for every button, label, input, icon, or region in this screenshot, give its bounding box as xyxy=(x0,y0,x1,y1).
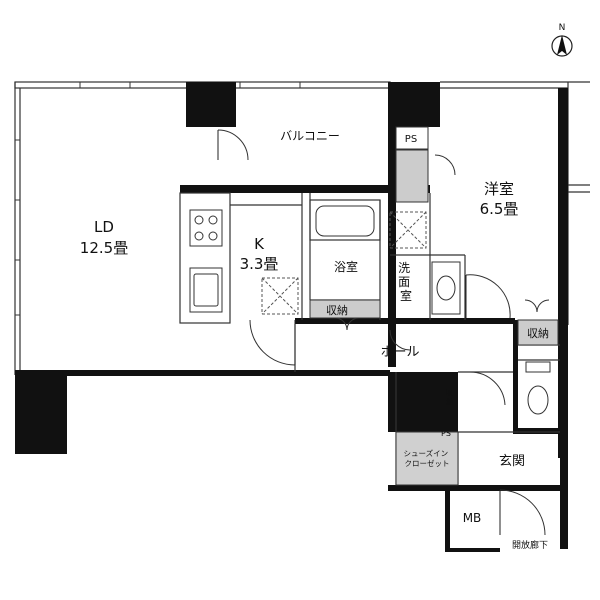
bathtub-icon xyxy=(315,205,375,237)
walls xyxy=(15,82,568,552)
balcony-label: バルコニー xyxy=(280,129,340,143)
stove-icon xyxy=(189,209,223,247)
north-arrow-icon: N xyxy=(551,23,573,57)
hall-label: ホール xyxy=(380,345,419,360)
storage-small-char-1: 収 xyxy=(445,389,452,397)
ps-top-shaft xyxy=(395,126,429,150)
kitchen-sink-icon xyxy=(189,267,223,313)
ps-top-label: PS xyxy=(405,134,417,145)
storage-right-box xyxy=(517,319,559,346)
washroom-char-2: 面 xyxy=(398,275,410,289)
window-ticks xyxy=(15,82,301,316)
sic-line-1: シューズイン xyxy=(403,448,448,458)
mb-label: MB xyxy=(463,511,482,525)
shoes-in-closet-area xyxy=(395,431,459,486)
doors xyxy=(217,129,550,536)
storage-small-char-2: 納 xyxy=(447,397,454,406)
entrance-label: 玄関 xyxy=(499,454,525,469)
bathroom-label: 浴室 xyxy=(334,259,358,274)
washroom-char-1: 洗 xyxy=(398,261,410,275)
western-room-label: 洋室 xyxy=(484,180,514,198)
shoes-in-closet-label: シューズイン クローゼット xyxy=(403,448,450,468)
ps-bottom-label: PS xyxy=(441,429,451,438)
storage-center-box xyxy=(309,299,381,319)
storage-small-label: 収 納 xyxy=(445,389,454,406)
fridge-space-icon xyxy=(261,277,299,315)
washroom-char-3: 室 xyxy=(400,288,412,303)
toilet-icon xyxy=(525,361,551,415)
washer-space-icon xyxy=(389,211,427,249)
storage-center-label: 収納 xyxy=(326,304,348,317)
sic-line-2: クローゼット xyxy=(405,458,450,468)
washroom-label: 洗 面 室 xyxy=(398,261,414,303)
ld-size: 12.5畳 xyxy=(80,239,128,257)
interior-lines xyxy=(179,192,560,485)
washbasin-icon xyxy=(431,261,461,315)
open-corridor-label: 開放廊下 xyxy=(512,539,548,551)
storage-right-label: 収納 xyxy=(527,327,549,340)
kitchen-size: 3.3畳 xyxy=(240,255,279,273)
pipe-shaft-column xyxy=(395,149,429,203)
ld-label: LD xyxy=(94,218,114,236)
kitchen-label: K xyxy=(254,235,265,253)
western-room-size: 6.5畳 xyxy=(480,200,519,218)
compass-label: N xyxy=(559,23,566,33)
